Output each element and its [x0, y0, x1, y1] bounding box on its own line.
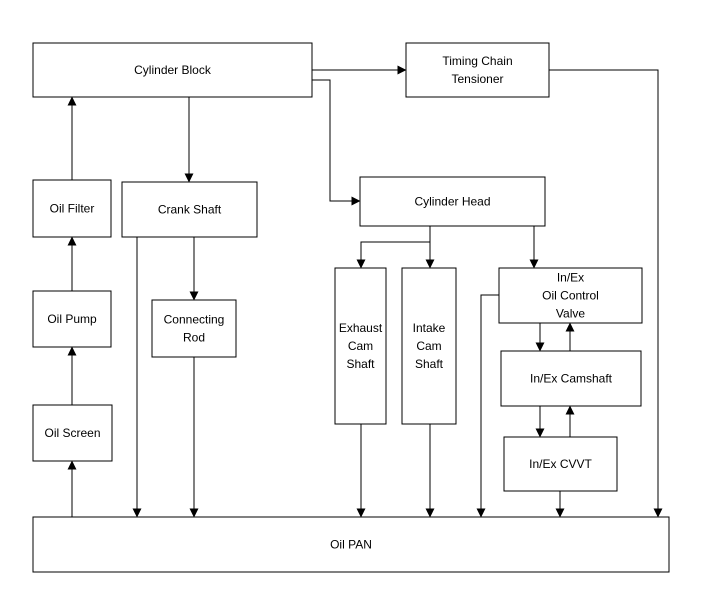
- connecting-rod-box: [151, 299, 237, 358]
- intake-cam-shaft-label: Cam: [416, 339, 441, 353]
- crank-shaft-node: Crank Shaft: [121, 181, 258, 238]
- cylinder-head-box: [359, 176, 546, 227]
- arrow-cylinder-block-cylinder-head: [312, 79, 361, 206]
- timing-chain-tensioner-label: Timing Chain: [442, 54, 512, 68]
- oil-pan-label: Oil PAN: [330, 538, 372, 552]
- arrow-cylinder-head-exhaust-cam-shaft: [356, 226, 431, 269]
- cvvt-box: [503, 436, 618, 492]
- cvvt-node: In/Ex CVVT: [503, 436, 618, 492]
- oil-control-valve-label: In/Ex: [557, 271, 584, 285]
- connecting-rod-label: Rod: [183, 331, 205, 345]
- camshaft-node: In/Ex Camshaft: [500, 350, 642, 407]
- oil-filter-label: Oil Filter: [50, 202, 95, 216]
- oil-screen-box: [32, 404, 113, 462]
- oil-control-valve-box: [498, 267, 643, 324]
- timing-chain-tensioner-box: [405, 42, 550, 98]
- connecting-rod-label: Connecting: [164, 313, 225, 327]
- camshaft-box: [500, 350, 642, 407]
- exhaust-cam-shaft-label: Cam: [348, 339, 373, 353]
- cylinder-block-node: Cylinder Block: [32, 42, 313, 98]
- crank-shaft-box: [121, 181, 258, 238]
- arrow-oil-control-valve-oil-pan: [476, 294, 499, 518]
- exhaust-cam-shaft-box: [334, 267, 387, 425]
- exhaust-cam-shaft-label: Shaft: [346, 357, 375, 371]
- camshaft-label: In/Ex Camshaft: [530, 372, 613, 386]
- timing-chain-tensioner-label: Tensioner: [451, 72, 503, 86]
- oil-pump-label: Oil Pump: [47, 312, 97, 326]
- arrow-timing-chain-tensioner-oil-pan: [549, 69, 663, 518]
- oil-filter-box: [32, 179, 112, 238]
- cylinder-block-box: [32, 42, 313, 98]
- exhaust-cam-shaft-label: Exhaust: [339, 321, 383, 335]
- oil-pump-box: [32, 290, 112, 348]
- oil-control-valve-label: Valve: [556, 307, 585, 321]
- oil-filter-node: Oil Filter: [32, 179, 112, 238]
- oil-pan-box: [32, 516, 670, 573]
- oil-pan-node: Oil PAN: [32, 516, 670, 573]
- crank-shaft-label: Crank Shaft: [158, 203, 222, 217]
- intake-cam-shaft-box: [401, 267, 457, 425]
- oil-screen-label: Oil Screen: [44, 426, 100, 440]
- connectors: [67, 65, 663, 518]
- oil-control-valve-label: Oil Control: [542, 289, 599, 303]
- oil-pump-node: Oil Pump: [32, 290, 112, 348]
- oil-screen-node: Oil Screen: [32, 404, 113, 462]
- cylinder-head-node: Cylinder Head: [359, 176, 546, 227]
- intake-cam-shaft-label: Shaft: [415, 357, 444, 371]
- intake-cam-shaft-label: Intake: [413, 321, 446, 335]
- cylinder-head-label: Cylinder Head: [414, 195, 490, 209]
- cylinder-block-label: Cylinder Block: [134, 63, 212, 77]
- cvvt-label: In/Ex CVVT: [529, 457, 592, 471]
